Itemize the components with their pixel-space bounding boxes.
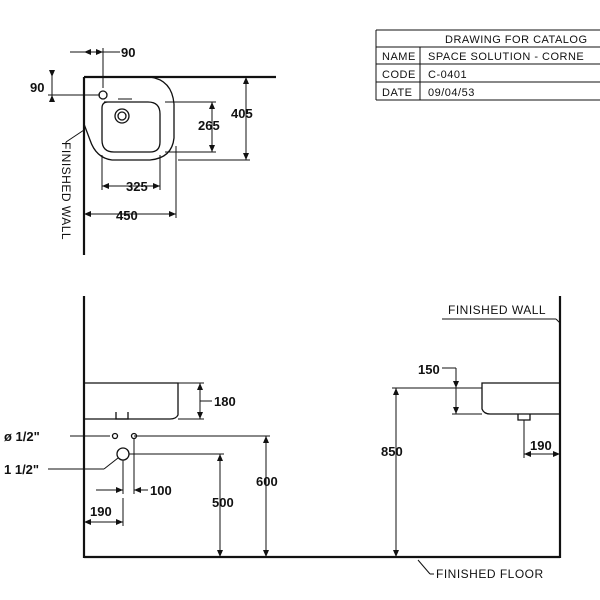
elev-left-basin <box>84 382 179 420</box>
elev-pipe-one-half-label: 1 1/2" <box>4 462 39 477</box>
title-block-code-value: C-0401 <box>428 69 467 81</box>
plan-dim-90-top: 90 <box>121 45 135 60</box>
elev-finished-floor-label: FINISHED FLOOR <box>436 567 544 581</box>
plan-dim-450: 450 <box>116 208 138 223</box>
elev-dim-190-right: 190 <box>530 438 552 453</box>
title-block-name-key: NAME <box>382 51 416 63</box>
plan-basin-outline <box>83 76 175 161</box>
elev-dim-190-left: 190 <box>90 504 112 519</box>
title-block-date-key: DATE <box>382 87 413 99</box>
plan-basin-bowl <box>101 101 161 153</box>
title-block: DRAWING FOR CATALOG NAME SPACE SOLUTION … <box>375 29 600 101</box>
plan-finished-wall-label: FINISHED WALL <box>59 142 73 240</box>
elev-supply-pipe-left <box>111 432 119 440</box>
elev-dim-600: 600 <box>256 474 278 489</box>
elev-right-basin <box>481 382 560 415</box>
plan-view: 90 90 265 405 325 450 <box>30 45 276 255</box>
elev-dim-180: 180 <box>214 394 236 409</box>
elev-dim-150: 150 <box>418 362 440 377</box>
elev-finished-wall-label: FINISHED WALL <box>448 303 546 317</box>
elev-waste-pipe <box>116 447 130 461</box>
title-block-date-value: 09/04/53 <box>428 87 475 99</box>
elevation-view: 180 ø 1/2" 1 1/2" 100 190 500 <box>4 296 562 581</box>
plan-dim-325: 325 <box>126 179 148 194</box>
plan-dim-90-left: 90 <box>30 80 44 95</box>
plan-tap-hole <box>98 90 108 100</box>
elev-dim-850: 850 <box>381 444 403 459</box>
title-block-code-key: CODE <box>382 69 416 81</box>
title-block-heading: DRAWING FOR CATALOG <box>445 34 588 46</box>
plan-dim-265: 265 <box>198 118 220 133</box>
elev-dim-500: 500 <box>212 495 234 510</box>
plan-dim-405: 405 <box>231 106 253 121</box>
elev-pipe-half-label: ø 1/2" <box>4 429 40 444</box>
title-block-name-value: SPACE SOLUTION - CORNE <box>428 51 584 63</box>
elev-dim-100: 100 <box>150 483 172 498</box>
plan-drain <box>114 108 130 124</box>
